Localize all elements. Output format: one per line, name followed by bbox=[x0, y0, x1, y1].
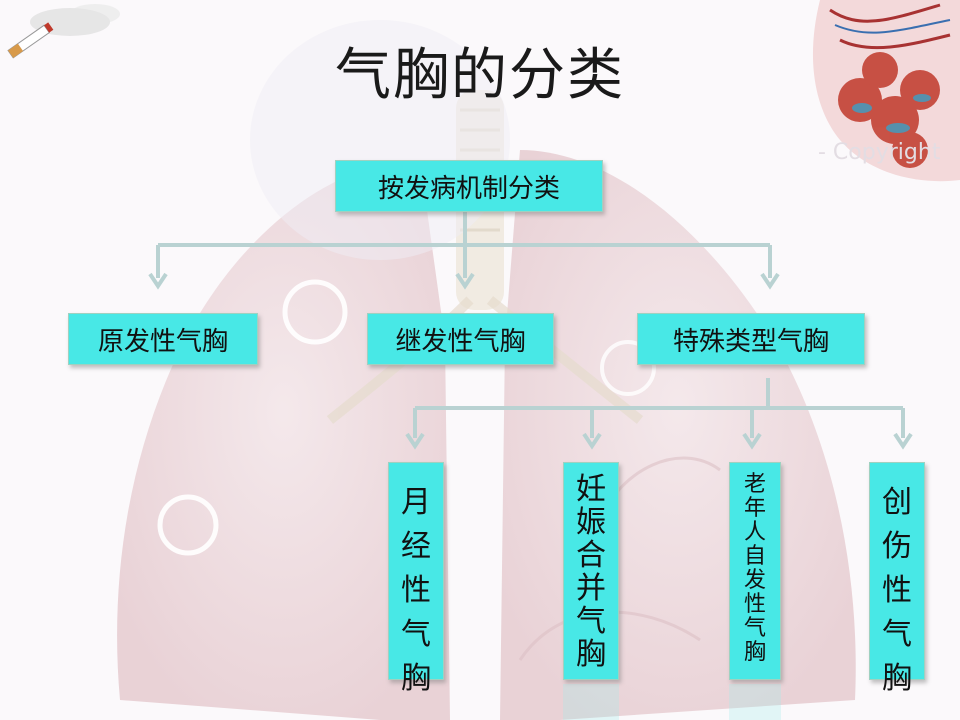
catamenial-label: 月经性气胸 bbox=[401, 485, 431, 696]
traumatic-pneumothorax-box: 创伤性气胸 bbox=[869, 462, 925, 696]
box-reflection bbox=[563, 684, 619, 720]
special-pneumothorax-box: 特殊类型气胸 bbox=[637, 313, 865, 365]
pregnancy-label: 妊娠合并气胸 bbox=[576, 472, 606, 672]
pregnancy-pneumothorax-box: 妊娠合并气胸 bbox=[563, 462, 619, 680]
secondary-pneumothorax-box: 继发性气胸 bbox=[367, 313, 554, 365]
right-lung bbox=[500, 150, 856, 720]
root-box: 按发病机制分类 bbox=[335, 160, 603, 212]
box-reflection bbox=[729, 684, 781, 720]
arrow-heads bbox=[148, 272, 913, 450]
elderly-label: 老年人自发性气胸 bbox=[743, 472, 766, 665]
left-lung bbox=[117, 160, 450, 720]
primary-pneumothorax-box: 原发性气胸 bbox=[68, 313, 258, 365]
cigarette-icon bbox=[7, 4, 120, 59]
elderly-pneumothorax-box: 老年人自发性气胸 bbox=[729, 462, 781, 680]
connector-lines bbox=[156, 210, 905, 438]
catamenial-pneumothorax-box: 月经性气胸 bbox=[388, 462, 444, 696]
slide-title: 气胸的分类 bbox=[335, 43, 625, 108]
alveoli-illustration bbox=[812, 0, 960, 182]
traumatic-label: 创伤性气胸 bbox=[882, 485, 912, 696]
watermark: - Copyright bbox=[818, 140, 941, 165]
